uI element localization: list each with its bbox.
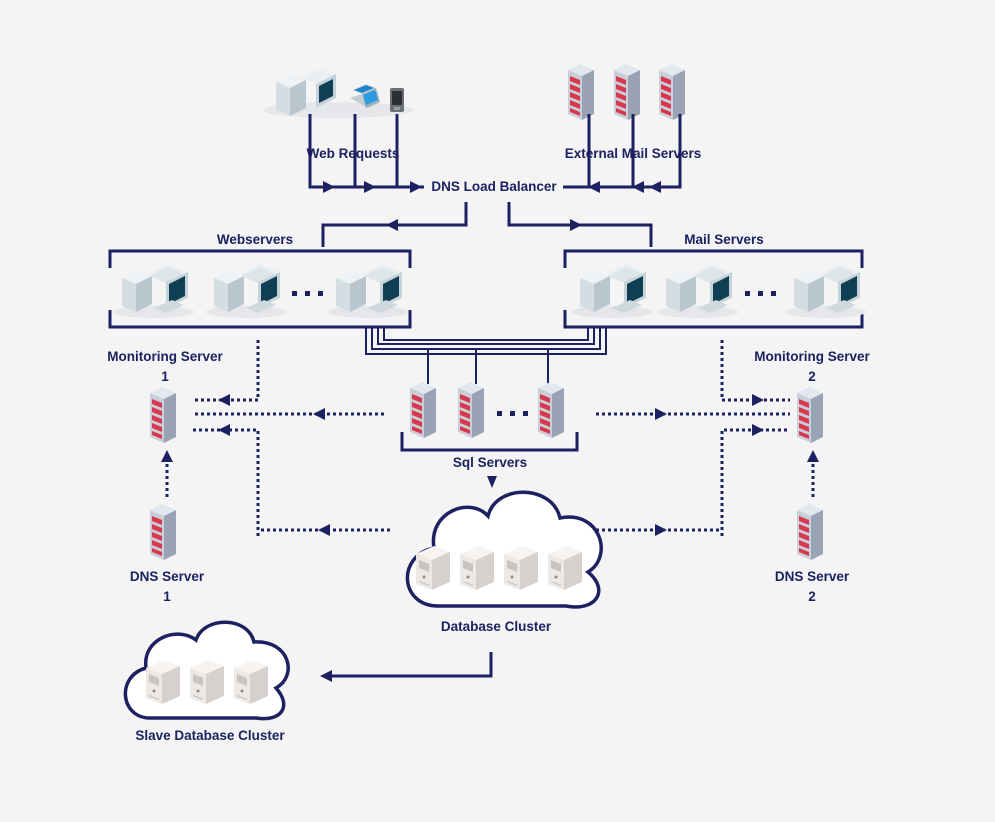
external-mail-servers-group <box>568 64 685 120</box>
database-server-icon <box>190 660 224 704</box>
database-server-icon <box>548 546 582 590</box>
desktop-pc-icon <box>786 264 866 318</box>
dotted-arrow-heads <box>161 394 819 536</box>
database-cluster-label: Database Cluster <box>440 619 552 634</box>
rack-server-icon <box>797 387 823 443</box>
database-server-icon <box>504 546 538 590</box>
desktop-pc-icon <box>114 264 194 318</box>
dns-server-1-name: DNS Server <box>129 569 205 584</box>
monitoring-server-1-label: Monitoring Server 1 <box>107 347 223 387</box>
desktop-pc-icon <box>276 68 336 116</box>
mail-servers-label: Mail Servers <box>684 232 764 247</box>
ellipsis-icon <box>745 291 776 296</box>
ellipsis-icon <box>292 291 323 296</box>
dns-server-2-label: DNS Server 2 <box>775 567 849 607</box>
web-request-clients <box>263 68 413 118</box>
dns-server-1-number: 1 <box>163 589 171 604</box>
phone-icon <box>390 88 404 112</box>
rack-server-icon <box>568 64 594 120</box>
slave-database-cluster-cloud <box>123 620 290 721</box>
rack-server-icon <box>659 64 685 120</box>
mail-servers-group <box>572 264 866 318</box>
rack-server-icon <box>538 382 564 438</box>
rack-server-icon <box>797 504 823 560</box>
database-server-icon <box>234 660 268 704</box>
rack-server-icon <box>614 64 640 120</box>
slave-database-cluster-label: Slave Database Cluster <box>135 728 285 743</box>
webservers-label: Webservers <box>216 232 294 247</box>
sql-servers-label: Sql Servers <box>452 455 528 470</box>
webservers-group <box>114 264 408 318</box>
external-mail-servers-label: External Mail Servers <box>564 146 702 161</box>
monitoring-server-2-number: 2 <box>808 369 816 384</box>
laptop-icon <box>350 84 380 108</box>
database-server-icon <box>416 546 450 590</box>
rack-server-icon <box>410 382 436 438</box>
connector-lines <box>108 114 864 678</box>
arrow-heads <box>320 181 661 682</box>
desktop-pc-icon <box>206 264 286 318</box>
web-requests-label: Web Requests <box>306 146 400 161</box>
monitoring-server-1-number: 1 <box>161 369 169 384</box>
dns-server-2-number: 2 <box>808 589 816 604</box>
rack-server-icon <box>150 387 176 443</box>
database-server-icon <box>460 546 494 590</box>
database-cluster-cloud <box>405 490 603 609</box>
sql-servers-group <box>410 382 564 438</box>
dns-server-2-name: DNS Server <box>774 569 850 584</box>
database-server-icon <box>146 660 180 704</box>
ellipsis-icon <box>497 411 528 416</box>
monitoring-server-2-label: Monitoring Server 2 <box>754 347 870 387</box>
sql-bus-lines <box>365 327 607 384</box>
desktop-pc-icon <box>658 264 738 318</box>
rack-server-icon <box>458 382 484 438</box>
monitoring-server-2-name: Monitoring Server <box>754 349 870 364</box>
desktop-pc-icon <box>572 264 652 318</box>
dns-server-1-label: DNS Server 1 <box>130 567 204 607</box>
monitoring-lines <box>165 340 815 536</box>
dns-load-balancer-label: DNS Load Balancer <box>431 179 557 194</box>
monitoring-server-1-name: Monitoring Server <box>107 349 223 364</box>
desktop-pc-icon <box>328 264 408 318</box>
rack-server-icon <box>150 504 176 560</box>
